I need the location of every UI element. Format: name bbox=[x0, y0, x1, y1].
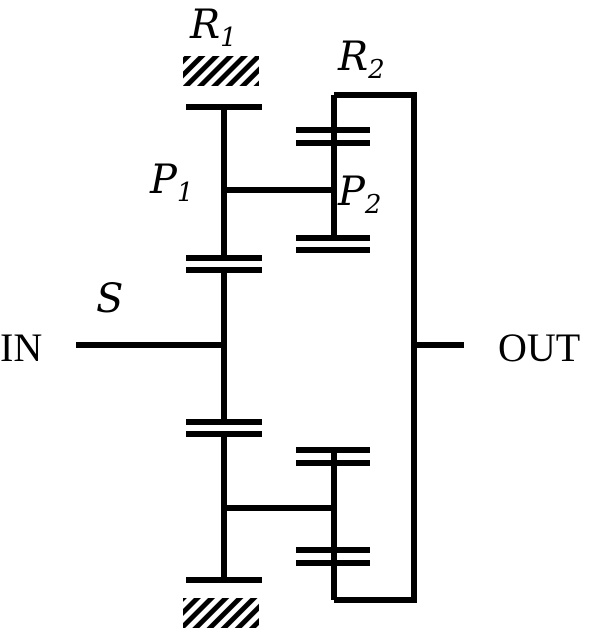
label-p1: P1 bbox=[149, 157, 193, 208]
ground-hatch-bottom bbox=[183, 598, 259, 628]
label-out: OUT bbox=[498, 325, 580, 370]
label-p2: P2 bbox=[337, 169, 381, 220]
label-r1: R1 bbox=[189, 2, 237, 53]
label-in: IN bbox=[0, 325, 42, 370]
label-s: S bbox=[96, 276, 123, 322]
label-r2: R2 bbox=[337, 34, 385, 85]
ground-hatch-top bbox=[183, 56, 259, 86]
